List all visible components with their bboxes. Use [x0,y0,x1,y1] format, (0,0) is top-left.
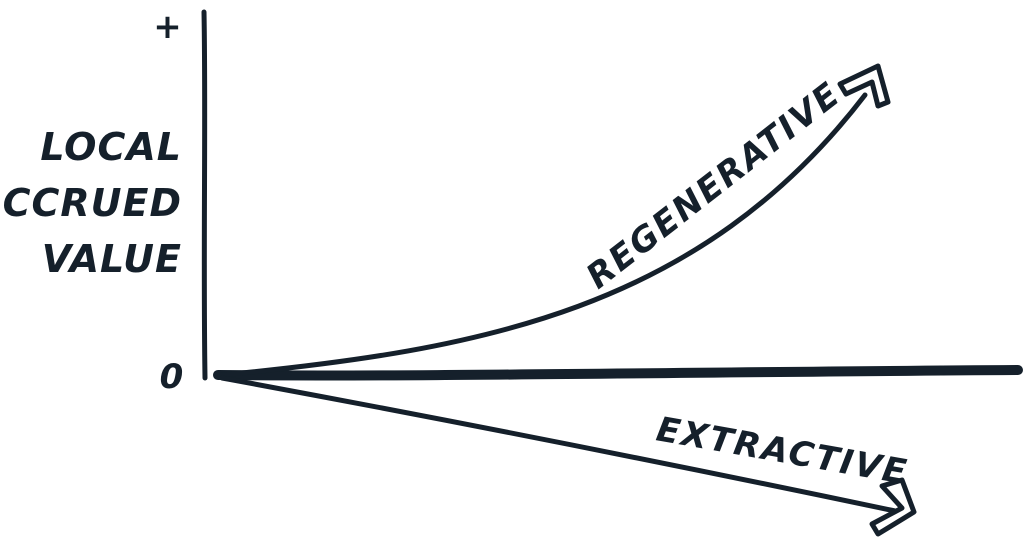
regenerative-arrowhead [837,63,891,109]
y-axis-line [201,9,208,381]
y-axis-zero-marker: 0 [160,357,185,397]
extractive-arrowhead [869,477,917,537]
y-axis-label-line-1: LOCAL [40,125,182,169]
y-axis-label-line-3: VALUE [42,237,182,281]
regenerative-label: REGENERATIVE [579,74,849,297]
extractive-label: EXTRACTIVE [653,409,911,493]
x-axis-line [213,365,1023,381]
regenerative-curve [219,92,868,378]
y-axis-top-marker: + [153,7,183,47]
extractive-curve [219,375,903,515]
y-axis-label-line-2: ACCRUED [0,181,182,225]
